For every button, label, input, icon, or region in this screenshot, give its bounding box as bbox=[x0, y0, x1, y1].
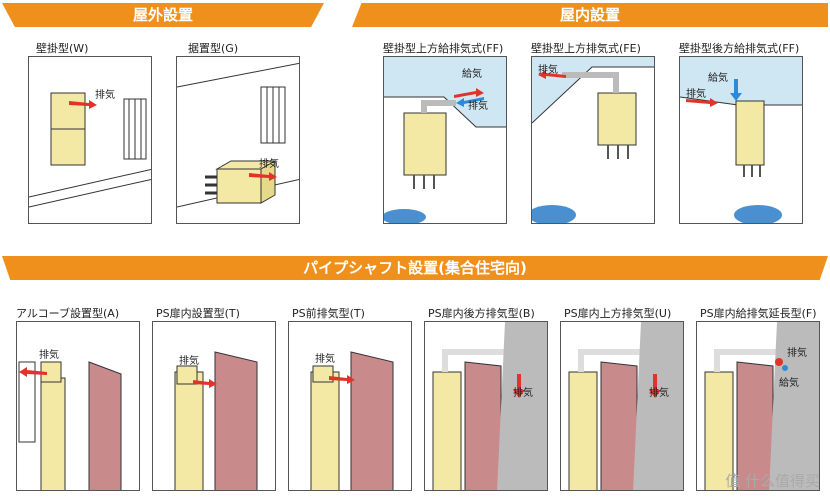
panel-floor-standing: 排気 bbox=[176, 56, 300, 224]
section-banner-pipeshaft: パイプシャフト設置(集合住宅向) bbox=[2, 256, 828, 280]
exhaust-callout: 排気 bbox=[179, 356, 199, 367]
panel-label-g: 据置型(G) bbox=[188, 42, 239, 55]
panel-label-t-front: PS前排気型(T) bbox=[292, 307, 365, 320]
watermark: 值 什么值得买 bbox=[725, 472, 820, 490]
section-banner-indoor: 屋内設置 bbox=[352, 3, 828, 27]
supply-callout: 給気 bbox=[462, 69, 482, 80]
panel-fe-top: 排気 bbox=[531, 56, 655, 224]
panel-label-u: PS扉内上方排気型(U) bbox=[564, 307, 672, 320]
panel-ps-top: 排気 bbox=[560, 321, 684, 491]
exhaust-callout: 排気 bbox=[513, 388, 533, 399]
exhaust-callout: 排気 bbox=[538, 65, 558, 76]
panel-label-ff-back: 壁掛型後方給排気式(FF) bbox=[679, 42, 800, 55]
panel-label-t-inner: PS扉内設置型(T) bbox=[156, 307, 240, 320]
panel-wall-mounted: 排気 bbox=[28, 56, 152, 224]
panel-label-ff-top: 壁掛型上方給排気式(FF) bbox=[383, 42, 504, 55]
exhaust-callout: 排気 bbox=[787, 348, 807, 359]
panel-ps-inner: 排気 bbox=[152, 321, 276, 491]
exhaust-callout: 排気 bbox=[39, 350, 59, 361]
panel-label-f: PS扉内給排気延長型(F) bbox=[700, 307, 817, 320]
supply-callout: 給気 bbox=[708, 73, 728, 84]
exhaust-callout: 排気 bbox=[686, 89, 706, 100]
exhaust-callout: 排気 bbox=[315, 354, 335, 365]
panel-ps-back: 排気 bbox=[424, 321, 548, 491]
panel-label-b: PS扉内後方排気型(B) bbox=[428, 307, 535, 320]
panel-ff-back: 給気 排気 bbox=[679, 56, 803, 224]
section-banner-outdoor: 屋外設置 bbox=[2, 3, 324, 27]
supply-callout: 給気 bbox=[779, 378, 799, 389]
panel-ps-front: 排気 bbox=[288, 321, 412, 491]
exhaust-callout: 排気 bbox=[95, 90, 115, 101]
panel-label-w: 壁掛型(W) bbox=[36, 42, 89, 55]
exhaust-callout: 排気 bbox=[468, 101, 488, 112]
exhaust-callout: 排気 bbox=[259, 159, 279, 170]
panel-ff-top: 給気 排気 bbox=[383, 56, 507, 224]
panel-alcove: 排気 bbox=[16, 321, 140, 491]
panel-label-a: アルコーブ設置型(A) bbox=[16, 307, 120, 320]
exhaust-callout: 排気 bbox=[649, 388, 669, 399]
panel-ps-extended: 排気 給気 bbox=[696, 321, 820, 491]
panel-label-fe: 壁掛型上方排気式(FE) bbox=[531, 42, 641, 55]
